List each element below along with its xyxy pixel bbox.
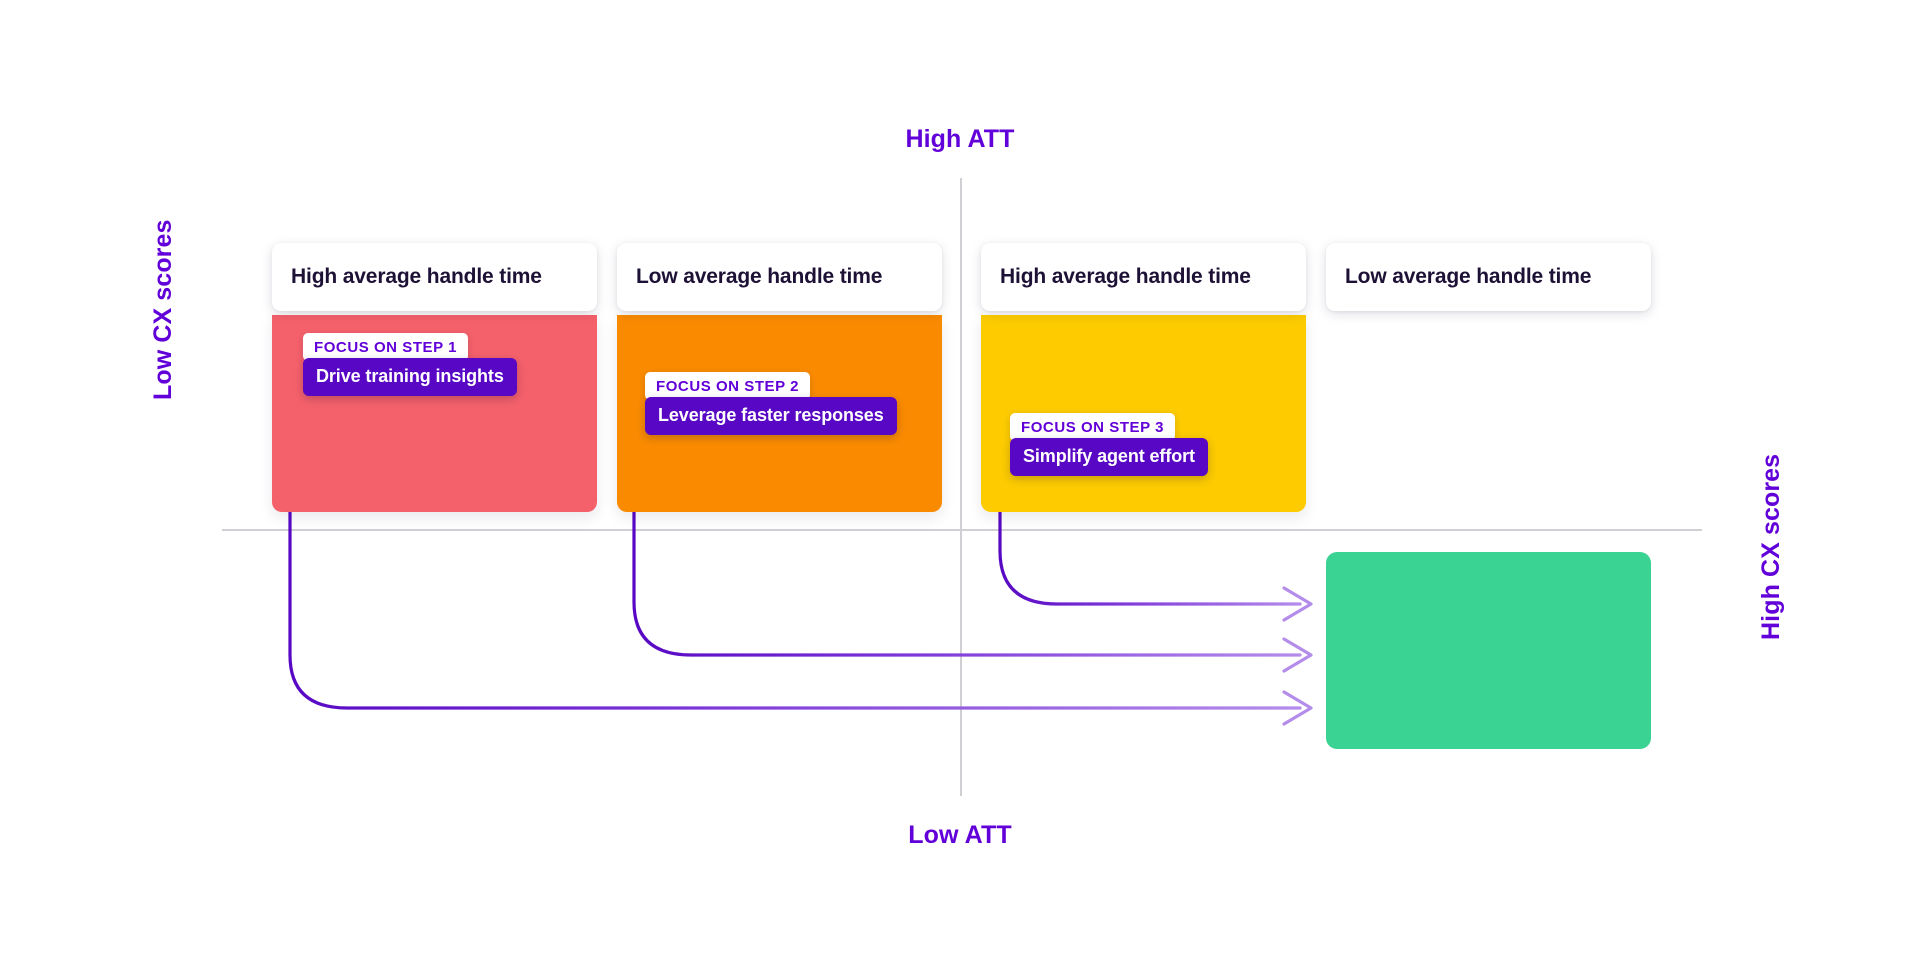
- quadrant-column-4: Low average handle time: [1326, 243, 1651, 311]
- quadrant-header-card-1[interactable]: High average handle time: [272, 243, 597, 311]
- step-kicker-2: FOCUS ON STEP 2: [645, 372, 811, 400]
- axis-label-low-att: Low ATT: [908, 821, 1012, 849]
- quadrant-header-label-4: Low average handle time: [1345, 265, 1592, 288]
- flow-path-step-3: [998, 448, 1302, 606]
- quadrant-header-card-2[interactable]: Low average handle time: [617, 243, 942, 311]
- step-callout-1[interactable]: FOCUS ON STEP 1 Drive training insights: [303, 333, 517, 396]
- quadrant-header-label-1: High average handle time: [291, 265, 542, 288]
- step-kicker-1: FOCUS ON STEP 1: [303, 333, 469, 361]
- quadrant-header-card-4[interactable]: Low average handle time: [1326, 243, 1651, 311]
- flow-arrowhead-step-2: [1282, 637, 1313, 673]
- step-kicker-3: FOCUS ON STEP 3: [1010, 413, 1176, 441]
- axis-label-high-att: High ATT: [905, 125, 1015, 153]
- quadrant-header-label-2: Low average handle time: [636, 265, 883, 288]
- horizontal-axis-line: [222, 529, 1702, 531]
- step-label-2: Leverage faster responses: [645, 397, 897, 435]
- step-label-3: Simplify agent effort: [1010, 438, 1208, 476]
- flow-path-step-2: [632, 400, 1302, 657]
- step-callout-2[interactable]: FOCUS ON STEP 2 Leverage faster response…: [645, 372, 897, 435]
- flow-path-step-1: [288, 361, 1302, 710]
- flow-arrowhead-step-1: [1282, 690, 1313, 726]
- opportunity-zone-block: [1326, 552, 1651, 749]
- vertical-axis-line: [960, 178, 962, 796]
- quadrant-header-label-3: High average handle time: [1000, 265, 1251, 288]
- flow-arrowhead-step-3: [1282, 586, 1313, 622]
- step-callout-3[interactable]: FOCUS ON STEP 3 Simplify agent effort: [1010, 413, 1208, 476]
- quadrant-header-card-3[interactable]: High average handle time: [981, 243, 1306, 311]
- step-label-1: Drive training insights: [303, 358, 517, 396]
